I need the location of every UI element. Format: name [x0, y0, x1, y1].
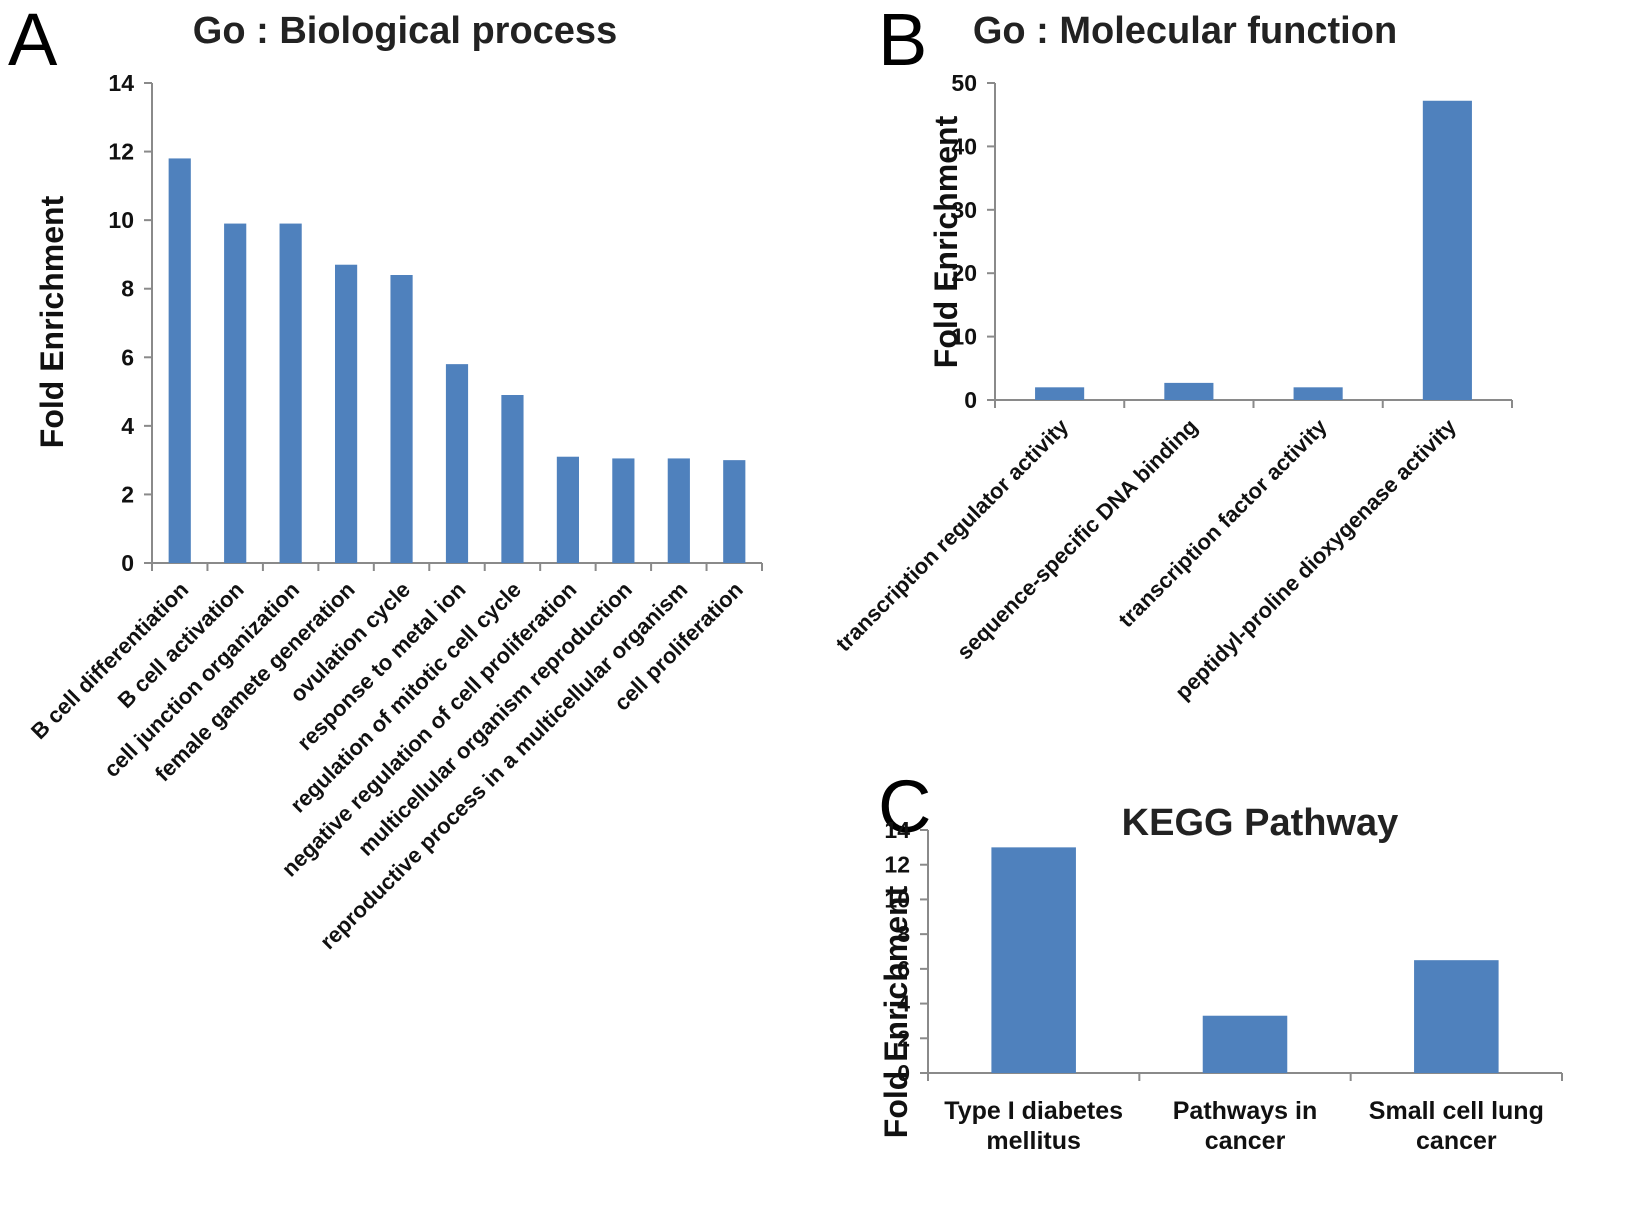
panel-a-ylabel: Fold Enrichment — [34, 195, 70, 448]
panel-a-y-tick-label: 10 — [108, 207, 134, 233]
panel-b-bar — [1035, 387, 1085, 400]
panel-a: A Go : Biological process Fold Enrichmen… — [8, 0, 763, 954]
panel-c-y-tick-label: 4 — [897, 991, 910, 1017]
panel-c-bar — [1414, 960, 1499, 1073]
panel-b-y-tick-label: 30 — [951, 197, 977, 223]
panel-b-category-label: transcription regulator activity — [831, 413, 1074, 656]
panel-c-y-tick-label: 0 — [897, 1060, 910, 1086]
panel-b-y-tick-label: 20 — [951, 260, 977, 286]
panel-b-category-label: transcription factor activity — [1113, 413, 1332, 632]
panel-b-letter: B — [878, 0, 927, 81]
panel-b-y-tick-label: 40 — [951, 133, 977, 159]
panel-b-bar — [1293, 387, 1343, 400]
panel-a-y-tick-label: 14 — [108, 70, 134, 96]
panel-a-y-tick-label: 0 — [121, 550, 134, 576]
panel-a-bar — [612, 458, 635, 563]
panel-b-bar — [1422, 100, 1472, 400]
panel-b-y-tick-label: 0 — [964, 387, 977, 413]
panel-a-bar — [556, 456, 579, 563]
panel-a-bar — [667, 458, 690, 563]
panel-b-y-tick-label: 10 — [951, 324, 977, 350]
panel-c-y-tick-label: 8 — [897, 921, 910, 947]
panel-a-bar — [501, 395, 524, 563]
panel-a-bar — [723, 460, 746, 563]
panel-a-bar — [279, 223, 302, 564]
panel-c-letter: C — [878, 765, 931, 848]
panel-b-category-label: sequence-specific DNA binding — [952, 414, 1202, 664]
panel-a-letter: A — [8, 0, 58, 81]
panel-c: C KEGG Pathway Fold Enrichment 0 2 4 6 8 10 12… — [878, 765, 1563, 1155]
panel-c-bar — [1202, 1015, 1288, 1073]
panel-b-ylabel: Fold Enrichment — [928, 115, 964, 368]
panel-c-y-tick-label: 6 — [897, 956, 910, 982]
panel-a-y-tick-label: 4 — [121, 413, 134, 439]
panel-c-y-tick-label: 12 — [884, 852, 910, 878]
panel-a-y-tick-label: 12 — [108, 139, 134, 165]
panel-b-y-tick-label: 50 — [951, 70, 977, 96]
panel-b-category-label: peptidyl-proline dioxygenase activity — [1170, 413, 1461, 704]
panel-a-bar — [335, 264, 358, 563]
panel-b-title: Go : Molecular function — [973, 10, 1397, 52]
panel-c-bar — [991, 847, 1076, 1073]
panel-a-y-tick-label: 2 — [121, 481, 134, 507]
panel-b-bar — [1164, 382, 1214, 400]
panel-a-bar — [390, 275, 413, 563]
panel-a-bar — [168, 158, 191, 563]
panel-c-y-tick-label: 14 — [884, 817, 910, 843]
panel-a-title: Go : Biological process — [193, 10, 617, 52]
panel-a-bar — [445, 364, 469, 563]
panel-a-y-tick-label: 6 — [121, 344, 134, 370]
panel-a-bar — [224, 223, 247, 564]
panel-a-y-tick-label: 8 — [121, 276, 134, 302]
panel-c-ylabel: Fold Enrichment — [878, 885, 914, 1138]
panel-c-title: KEGG Pathway — [1122, 802, 1399, 844]
panel-b: B Go : Molecular function Fold Enrichmen… — [831, 0, 1513, 705]
panel-c-y-tick-label: 2 — [897, 1025, 910, 1051]
panel-c-y-tick-label: 10 — [884, 886, 910, 912]
